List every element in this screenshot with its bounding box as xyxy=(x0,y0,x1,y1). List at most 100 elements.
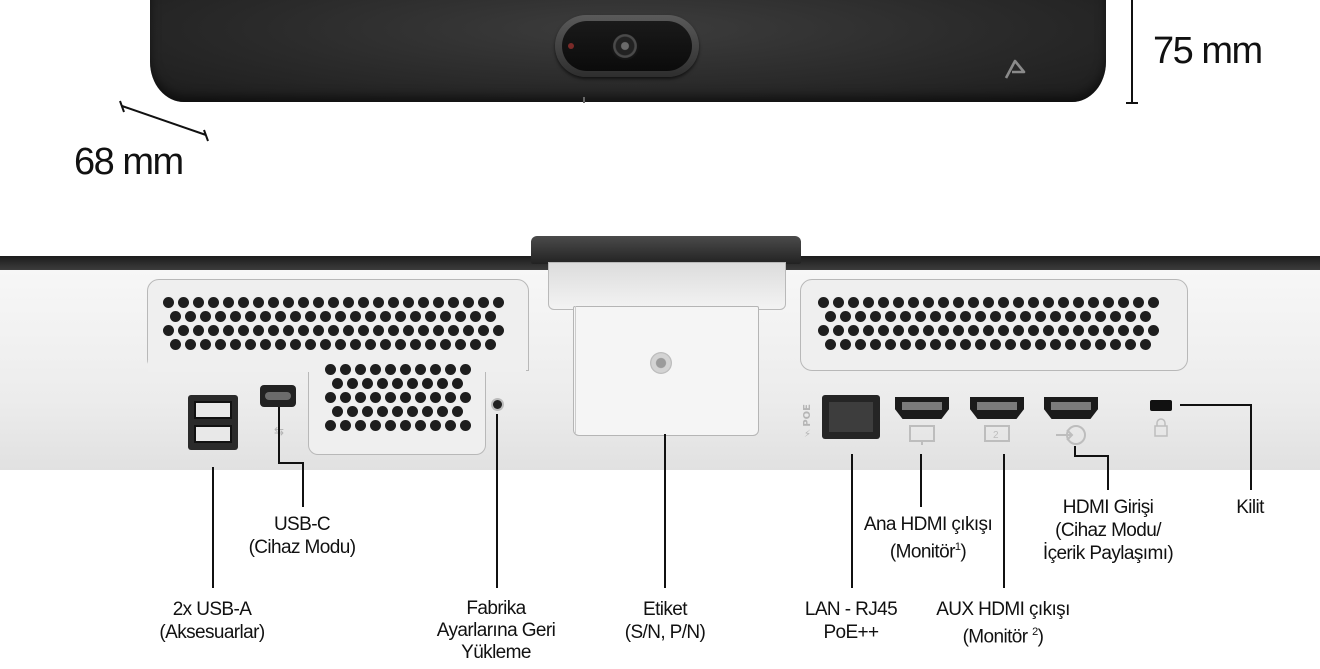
vent-hole xyxy=(340,364,351,375)
vent-hole xyxy=(440,311,451,322)
vent-hole xyxy=(223,297,234,308)
hdmi-in-leader-b xyxy=(1074,455,1109,457)
hdmi-input-port xyxy=(1044,397,1098,419)
vent-hole xyxy=(870,311,881,322)
vent-hole xyxy=(833,325,844,336)
vent-hole xyxy=(362,378,373,389)
aux-hdmi-callout: AUX HDMI çıkışı (Monitör 2) xyxy=(936,599,1070,648)
vent-hole xyxy=(923,325,934,336)
vent-hole xyxy=(445,392,456,403)
vent-hole xyxy=(448,325,459,336)
vent-hole xyxy=(493,325,504,336)
vent-hole xyxy=(1035,311,1046,322)
vent-hole xyxy=(347,378,358,389)
vent-hole xyxy=(1125,311,1136,322)
vent-hole xyxy=(388,297,399,308)
vent-hole xyxy=(893,297,904,308)
vent-hole xyxy=(1073,325,1084,336)
vent-hole xyxy=(1065,311,1076,322)
vent-hole xyxy=(245,311,256,322)
usb-c-port xyxy=(260,385,296,407)
poe-icon: ⚡POE xyxy=(802,404,813,438)
vent-hole xyxy=(818,325,829,336)
vent-hole xyxy=(855,339,866,350)
vent-hole xyxy=(833,297,844,308)
vent-hole xyxy=(915,339,926,350)
vent-hole xyxy=(298,325,309,336)
lock-leader-b xyxy=(1250,404,1252,490)
vent-hole xyxy=(1080,311,1091,322)
vent-hole xyxy=(385,392,396,403)
mic-dot xyxy=(583,97,585,103)
vent-hole xyxy=(193,325,204,336)
vent-hole xyxy=(298,297,309,308)
vent-hole xyxy=(1148,325,1159,336)
vent-hole xyxy=(908,297,919,308)
vent-hole xyxy=(418,297,429,308)
vent-hole xyxy=(840,339,851,350)
vent-hole xyxy=(335,339,346,350)
vent-hole xyxy=(1095,311,1106,322)
vent-hole xyxy=(1058,297,1069,308)
reset-callout: Fabrika Ayarlarına Geri Yükleme xyxy=(436,598,556,663)
vent-hole xyxy=(938,297,949,308)
vent-hole xyxy=(1125,339,1136,350)
vent-hole xyxy=(358,325,369,336)
vent-hole xyxy=(1140,339,1151,350)
vent-hole xyxy=(1133,297,1144,308)
right-vent-grille xyxy=(818,297,1159,353)
vent-hole xyxy=(825,339,836,350)
vent-hole xyxy=(328,297,339,308)
vent-hole xyxy=(878,297,889,308)
vent-hole xyxy=(215,339,226,350)
vent-hole xyxy=(878,325,889,336)
vent-hole xyxy=(1140,311,1151,322)
vent-hole xyxy=(305,311,316,322)
vent-hole xyxy=(840,311,851,322)
vent-hole xyxy=(200,311,211,322)
vent-hole xyxy=(430,420,441,431)
camera-lens xyxy=(611,32,639,60)
lan-rj45-port xyxy=(822,395,880,439)
vent-hole xyxy=(253,325,264,336)
mount-hinge xyxy=(548,262,786,310)
usb-a-ports xyxy=(188,395,238,450)
vent-hole xyxy=(1095,339,1106,350)
vent-hole xyxy=(403,325,414,336)
main-hdmi-callout: Ana HDMI çıkışı (Monitör1) xyxy=(863,514,993,563)
hdmi-in-leader-a xyxy=(1074,446,1076,457)
vent-hole xyxy=(983,297,994,308)
vent-hole xyxy=(1028,325,1039,336)
vent-hole xyxy=(313,325,324,336)
vent-hole xyxy=(178,325,189,336)
vent-hole xyxy=(1005,311,1016,322)
aux-hdmi-port xyxy=(970,397,1024,419)
vent-hole xyxy=(407,406,418,417)
reset-pinhole xyxy=(493,400,502,409)
vent-hole xyxy=(463,325,474,336)
vent-hole xyxy=(355,364,366,375)
vent-hole xyxy=(170,339,181,350)
aux-hdmi-leader xyxy=(1003,454,1005,588)
vent-hole xyxy=(380,339,391,350)
vent-hole xyxy=(325,420,336,431)
vent-hole xyxy=(253,297,264,308)
depth-dimension-label: 68 mm xyxy=(74,141,184,183)
vent-hole xyxy=(268,297,279,308)
vent-hole xyxy=(343,297,354,308)
vent-hole xyxy=(245,339,256,350)
vent-hole xyxy=(340,420,351,431)
vent-hole xyxy=(163,297,174,308)
svg-text:2: 2 xyxy=(993,430,999,441)
vent-hole xyxy=(385,420,396,431)
left-vent-grille-lower xyxy=(325,364,471,434)
vent-hole xyxy=(332,406,343,417)
vent-hole xyxy=(1080,339,1091,350)
vent-hole xyxy=(422,406,433,417)
lock-slot xyxy=(1150,400,1172,411)
vent-hole xyxy=(1073,297,1084,308)
vent-hole xyxy=(953,297,964,308)
vent-hole xyxy=(1118,297,1129,308)
vent-hole xyxy=(305,339,316,350)
vent-hole xyxy=(370,392,381,403)
